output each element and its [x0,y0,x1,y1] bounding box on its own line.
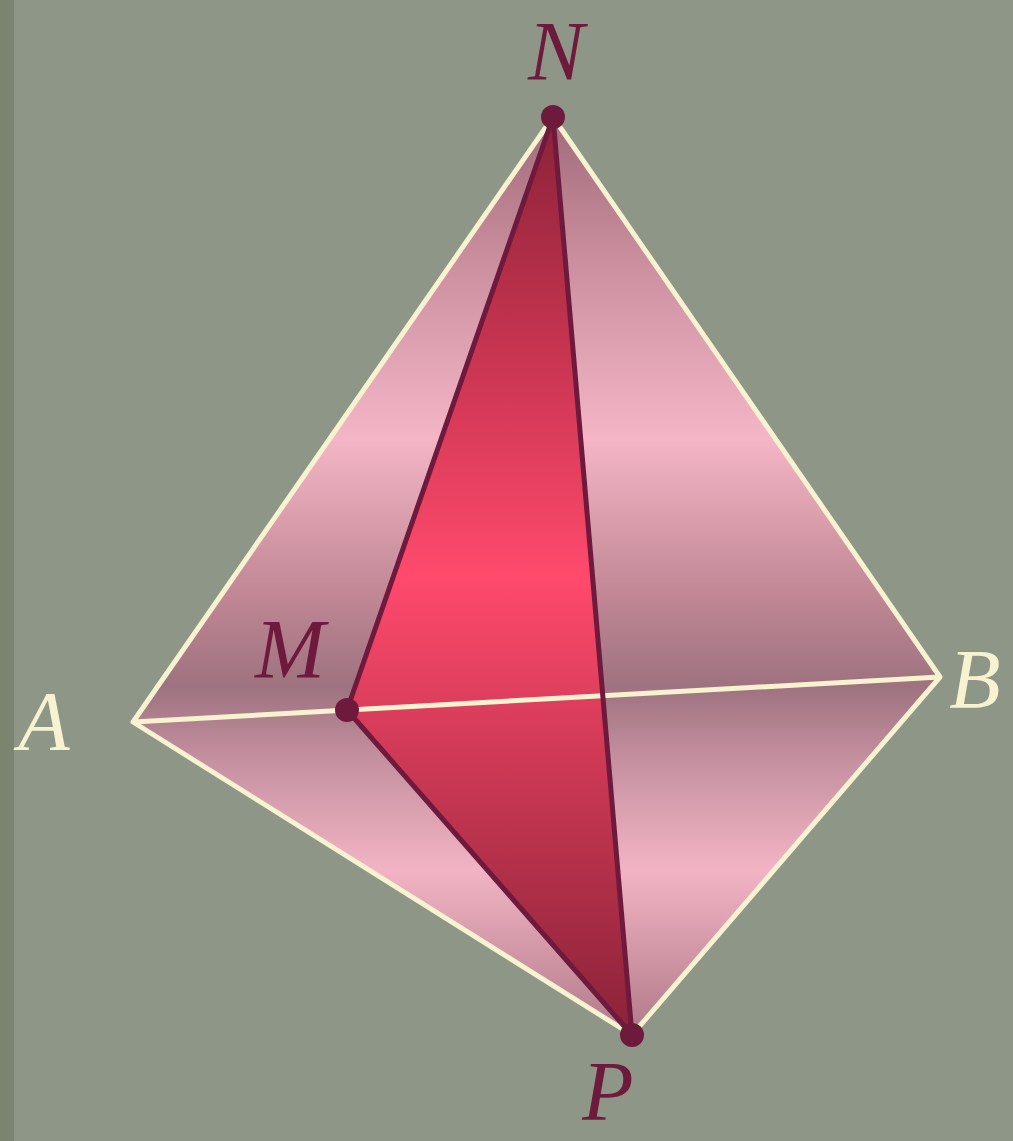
tetrahedron-edges [133,117,940,1035]
vertex-label: A [18,680,69,764]
vertex-label: M [255,608,325,692]
vertex-label: N [528,10,584,94]
edge-strip [0,0,14,1141]
section-edges [347,117,632,1035]
vertex-dots [335,105,644,1047]
tetrahedron-faces [133,117,940,1035]
vertex-label: P [582,1050,633,1134]
section-triangle [347,117,632,1035]
vertex-label: B [949,638,1000,722]
